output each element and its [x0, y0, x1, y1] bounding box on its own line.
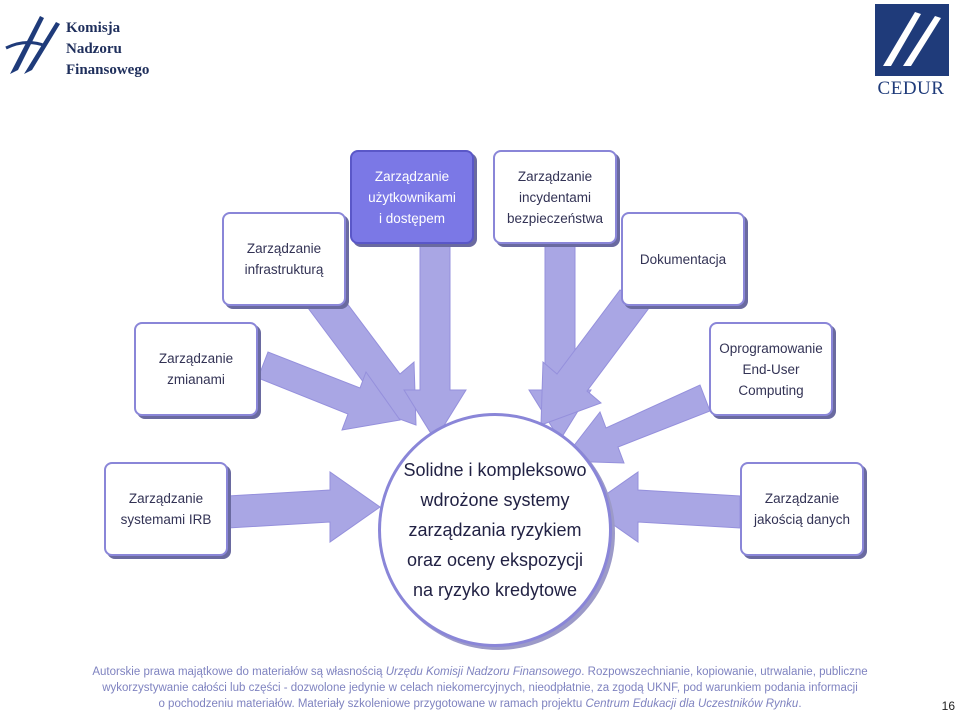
footer-line-1-plain: Autorskie prawa majątkowe do materiałów … [92, 666, 386, 678]
cedur-logo: CEDUR [871, 2, 951, 99]
cedur-label: CEDUR [877, 78, 945, 99]
arrow-from-changes [257, 351, 401, 431]
center-line-2: wdrożone systemy [420, 490, 570, 510]
center-line-5: na ryzyko kredytowe [412, 580, 578, 600]
node-incidents-line-3: bezpieczeństwa [506, 210, 604, 226]
node-users-line-2: użytkownikami [368, 189, 456, 205]
node-user-access-management: Zarządzanie użytkownikami i dostępem [350, 150, 474, 244]
node-data-quality-management: Zarządzanie jakością danych [740, 462, 864, 556]
knf-line-1: Komisja [66, 20, 121, 36]
node-irb-system-management: Zarządzanie systemami IRB [104, 462, 228, 556]
node-euc-line-3: Computing [738, 382, 804, 398]
node-incidents-line-2: incydentami [518, 189, 592, 205]
arrow-from-documentation [540, 289, 653, 426]
arrow-from-irb [227, 471, 381, 543]
node-euc-line-2: End-User [742, 361, 800, 377]
node-irb-line-2: systemami IRB [120, 512, 212, 527]
node-incidents-line-1: Zarządzanie [517, 168, 593, 184]
knf-line-2: Nadzoru [66, 41, 122, 57]
node-documentation-line-1: Dokumentacja [639, 251, 727, 267]
node-infrastructure-line-2: infrastrukturą [244, 262, 324, 277]
node-quality-line-1: Zarządzanie [764, 491, 840, 506]
footer-line-3-italic: Centrum Edukacji dla Uczestników Rynku [585, 698, 799, 710]
footer-line-1-rest: . Rozpowszechnianie, kopiowanie, utrwala… [581, 666, 868, 678]
arrow-from-data-quality [587, 471, 741, 543]
node-changes-line-2: zmianami [167, 372, 225, 387]
footer-line-1: Autorskie prawa majątkowe do materiałów … [40, 664, 920, 680]
node-security-incident-management: Zarządzanie incydentami bezpieczeństwa [493, 150, 617, 244]
center-line-1: Solidne i kompleksowo [403, 460, 587, 480]
node-quality-line-2: jakością danych [753, 512, 851, 527]
node-documentation: Dokumentacja [621, 212, 745, 306]
node-changes-line-1: Zarządzanie [158, 351, 234, 366]
footer-line-3: o pochodzeniu materiałów. Materiały szko… [40, 696, 920, 712]
copyright-footer: Autorskie prawa majątkowe do materiałów … [40, 664, 920, 712]
center-line-4: oraz oceny ekspozycji [406, 550, 584, 570]
footer-line-3-plain: o pochodzeniu materiałów. Materiały szko… [158, 698, 586, 710]
knf-emblem-icon [5, 16, 60, 74]
node-users-line-1: Zarządzanie [374, 168, 450, 184]
knf-logo: Komisja Nadzoru Finansowego [4, 8, 174, 88]
node-infrastructure-management: Zarządzanie infrastrukturą [222, 212, 346, 306]
page-number: 16 [941, 699, 955, 713]
footer-line-3-rest: . [798, 698, 802, 710]
knf-line-3: Finansowego [66, 62, 150, 78]
center-line-3: zarządzania ryzykiem [408, 520, 582, 540]
cedur-emblem-icon [875, 4, 949, 76]
arrow-from-end-user-computing [561, 384, 711, 464]
central-goal-circle: Solidne i kompleksowo wdrożone systemy z… [378, 413, 612, 647]
knf-name: Komisja Nadzoru Finansowego [66, 18, 149, 81]
node-euc-line-1: Oprogramowanie [719, 340, 823, 356]
node-irb-line-1: Zarządzanie [128, 491, 204, 506]
footer-line-1-italic: Urzędu Komisji Nadzoru Finansowego [385, 666, 582, 678]
node-end-user-computing: Oprogramowanie End-User Computing [709, 322, 833, 416]
node-infrastructure-line-1: Zarządzanie [246, 241, 322, 256]
node-users-line-3: i dostępem [378, 210, 446, 226]
footer-line-2: wykorzystywanie całości lub części - doz… [102, 682, 858, 694]
node-change-management: Zarządzanie zmianami [134, 322, 258, 416]
arrow-from-users [403, 244, 467, 441]
